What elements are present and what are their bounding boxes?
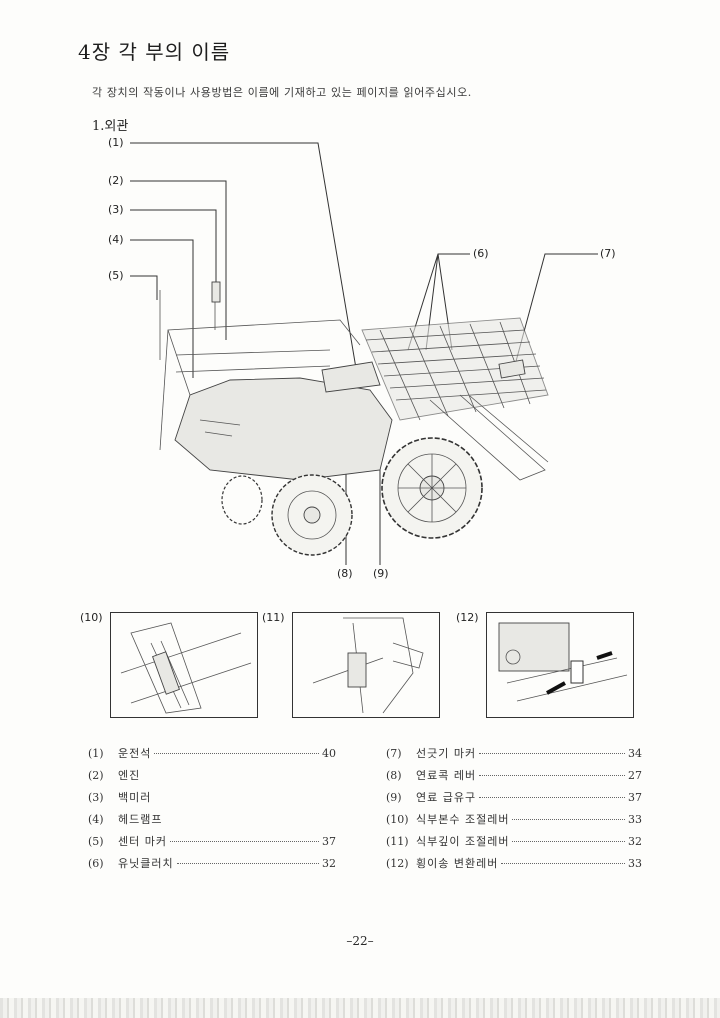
- callout-7: (7): [600, 247, 616, 260]
- list-item: (2) 엔진: [88, 767, 336, 783]
- callout-8: (8): [337, 567, 353, 580]
- part-page: 32: [628, 835, 642, 848]
- part-page: 33: [628, 857, 642, 870]
- dot-leader: [501, 863, 625, 864]
- dot-leader: [176, 863, 319, 864]
- part-name: 식부본수 조절레버: [416, 813, 510, 826]
- rice-transplanter-illustration: [130, 142, 598, 565]
- list-item: (6) 유닛클러치 32: [88, 855, 336, 871]
- rear-wheel: [381, 437, 483, 539]
- part-name: 센터 마커: [118, 835, 167, 848]
- callout-5: (5): [108, 269, 124, 282]
- dot-leader: [512, 819, 625, 820]
- part-name: 선긋기 마커: [416, 747, 477, 760]
- part-page: 32: [322, 857, 336, 870]
- part-number: (4): [88, 813, 104, 826]
- part-number: (10): [386, 813, 409, 826]
- part-name: 운전석: [118, 747, 152, 760]
- part-number: (9): [386, 791, 402, 804]
- scan-edge-artifact: [0, 998, 720, 1018]
- part-number: (1): [88, 747, 104, 760]
- panel-label-10: (10): [80, 611, 103, 624]
- list-item: (5) 센터 마커 37: [88, 833, 336, 849]
- part-name: 엔진: [118, 769, 141, 782]
- detail-panel-12: [486, 612, 634, 718]
- part-name: 식부깊이 조절레버: [416, 835, 510, 848]
- page-number: –22–: [346, 934, 374, 948]
- list-item: (8) 연료콕 레버 27: [386, 767, 642, 783]
- intro-text: 각 장치의 작동이나 사용방법은 이름에 기재하고 있는 페이지를 읽어주십시오…: [92, 86, 472, 99]
- part-page: 40: [322, 747, 336, 760]
- dot-leader: [154, 753, 319, 754]
- part-name: 백미러: [118, 791, 152, 804]
- planting-unit: [361, 317, 549, 481]
- part-name: 연료 급유구: [416, 791, 477, 804]
- part-name: 헤드램프: [118, 813, 163, 826]
- dot-leader: [512, 841, 625, 842]
- list-item: (3) 백미러: [88, 789, 336, 805]
- callout-1: (1): [108, 136, 124, 149]
- part-number: (8): [386, 769, 402, 782]
- list-item: (11) 식부깊이 조절레버 32: [386, 833, 642, 849]
- detail-panel-10: [110, 612, 258, 718]
- panel-label-12: (12): [456, 611, 479, 624]
- part-number: (5): [88, 835, 104, 848]
- part-number: (3): [88, 791, 104, 804]
- part-page: 33: [628, 813, 642, 826]
- callout-3: (3): [108, 203, 124, 216]
- part-name: 유닛클러치: [118, 857, 174, 870]
- part-number: (11): [386, 835, 409, 848]
- chapter-title: 4장 각 부의 이름: [78, 40, 231, 64]
- callout-9: (9): [373, 567, 389, 580]
- dot-leader: [479, 753, 625, 754]
- dot-leader: [479, 797, 625, 798]
- callout-2: (2): [108, 174, 124, 187]
- part-page: 37: [322, 835, 336, 848]
- callout-6: (6): [473, 247, 489, 260]
- leader-lines: [130, 142, 598, 565]
- section-heading: 1.외관: [92, 119, 129, 134]
- callout-4: (4): [108, 233, 124, 246]
- part-page: 34: [628, 747, 642, 760]
- part-page: 37: [628, 791, 642, 804]
- tractor-body: [159, 281, 393, 481]
- front-wheel-far: [221, 475, 263, 525]
- part-page: 27: [628, 769, 642, 782]
- part-number: (7): [386, 747, 402, 760]
- detail-panel-11: [292, 612, 440, 718]
- part-name: 연료콕 레버: [416, 769, 477, 782]
- list-item: (1) 운전석 40: [88, 745, 336, 761]
- list-item: (7) 선긋기 마커 34: [386, 745, 642, 761]
- part-number: (12): [386, 857, 409, 870]
- part-number: (6): [88, 857, 104, 870]
- dot-leader: [169, 841, 319, 842]
- list-item: (12) 횡이송 변환레버 33: [386, 855, 642, 871]
- list-item: (4) 헤드램프: [88, 811, 336, 827]
- part-name: 횡이송 변환레버: [416, 857, 499, 870]
- list-item: (10) 식부본수 조절레버 33: [386, 811, 642, 827]
- part-number: (2): [88, 769, 104, 782]
- dot-leader: [479, 775, 625, 776]
- list-item: (9) 연료 급유구 37: [386, 789, 642, 805]
- front-wheel: [271, 474, 353, 556]
- panel-label-11: (11): [262, 611, 285, 624]
